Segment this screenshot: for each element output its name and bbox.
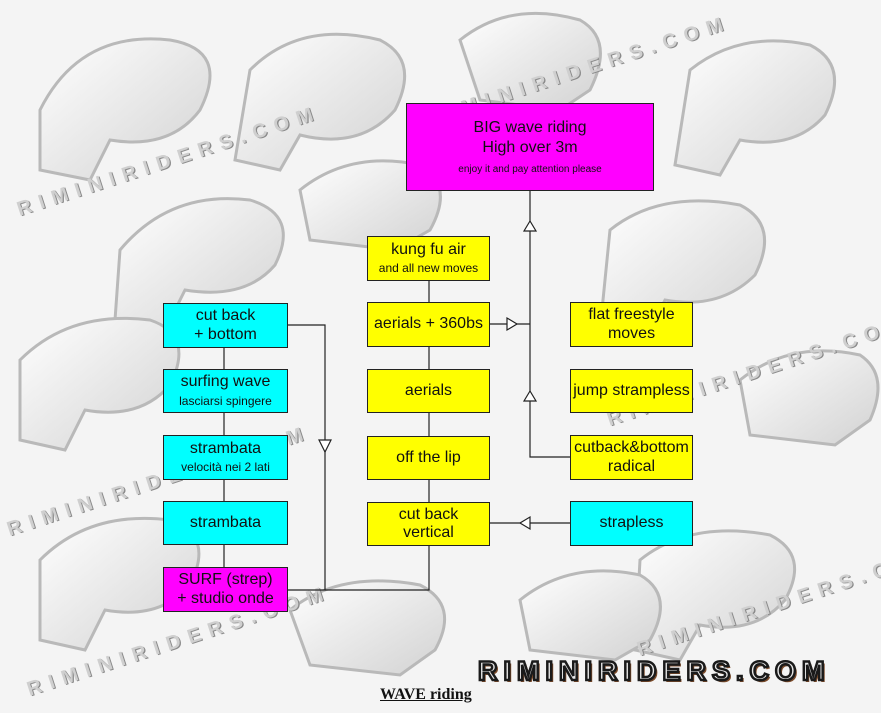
box-title: flat freestyle xyxy=(588,306,675,324)
box-subtitle: moves xyxy=(607,324,656,342)
box-subtitle: velocità nei 2 lati xyxy=(181,460,270,475)
box-title: strambata xyxy=(189,513,262,531)
diagram-caption: WAVE riding xyxy=(380,686,472,703)
strambata-box: strambata xyxy=(163,501,288,545)
box-subtitle: + bottom xyxy=(194,325,257,343)
box-subtitle: lasciarsi spingere xyxy=(179,393,272,408)
box-subtitle: vertical xyxy=(403,524,454,541)
surf-strep-box: SURF (strep) + studio onde xyxy=(163,567,288,612)
strambata-lati-box: strambata velocità nei 2 lati xyxy=(163,435,288,480)
jump-strampless-box: jump strampless xyxy=(570,369,693,413)
flat-freestyle-box: flat freestyle moves xyxy=(570,302,693,347)
box-title: kung fu air xyxy=(391,240,466,258)
box-subtitle: radical xyxy=(607,457,656,475)
box-title: jump strampless xyxy=(573,381,690,399)
aerials-box: aerials xyxy=(367,369,490,413)
box-title: off the lip xyxy=(396,448,461,466)
box-note: enjoy it and pay attention please xyxy=(458,163,602,175)
cut-back-vertical-box: cut back vertical xyxy=(367,502,490,546)
box-title: SURF (strep) xyxy=(178,571,273,589)
kung-fu-air-box: kung fu air and all new moves xyxy=(367,236,490,281)
strapless-box: strapless xyxy=(570,501,693,546)
surfing-wave-box: surfing wave lasciarsi spingere xyxy=(163,369,288,413)
brand-logo-text: RIMINIRIDERS.COM xyxy=(477,655,831,688)
box-subtitle: High over 3m xyxy=(482,139,578,157)
box-title: aerials xyxy=(404,381,453,399)
box-title: aerials + 360bs xyxy=(374,315,483,333)
box-title: cutback&bottom xyxy=(574,439,689,457)
off-the-lip-box: off the lip xyxy=(367,436,490,480)
box-title: cut back xyxy=(398,505,459,523)
cut-back-bottom-box: cut back + bottom xyxy=(163,303,288,348)
aerials-360bs-box: aerials + 360bs xyxy=(367,302,490,347)
box-title: cut back xyxy=(195,307,256,325)
box-title: strapless xyxy=(599,514,664,532)
box-title: strambata xyxy=(189,439,262,457)
cutback-radical-box: cutback&bottom radical xyxy=(570,435,693,480)
box-subtitle: and all new moves xyxy=(378,261,479,276)
box-title: BIG wave riding xyxy=(473,118,587,136)
box-title: surfing wave xyxy=(180,373,271,391)
big-wave-riding-box: BIG wave riding High over 3m enjoy it an… xyxy=(406,103,654,191)
box-subtitle: + studio onde xyxy=(177,589,274,607)
